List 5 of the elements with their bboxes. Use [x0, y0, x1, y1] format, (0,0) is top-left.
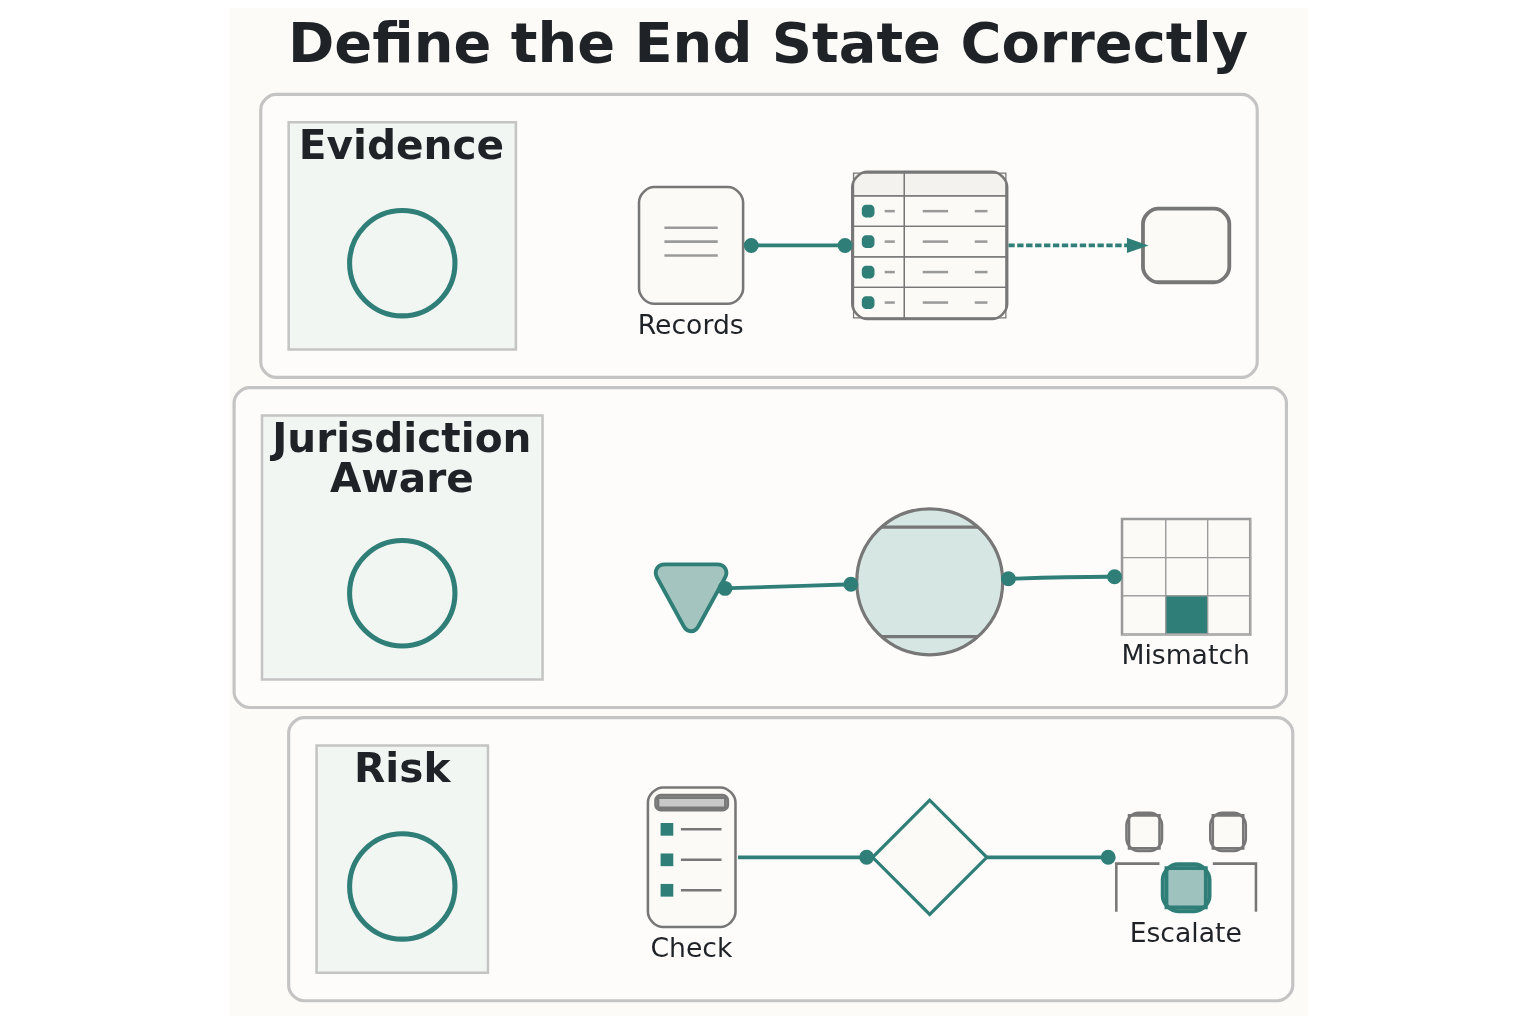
node-label: Mismatch: [1120, 639, 1250, 671]
node-label: Records: [637, 309, 744, 341]
diagram-title: Define the End State Correctly: [287, 9, 1248, 75]
node-label: Check: [649, 932, 732, 964]
node-label: Escalate: [1129, 917, 1242, 949]
